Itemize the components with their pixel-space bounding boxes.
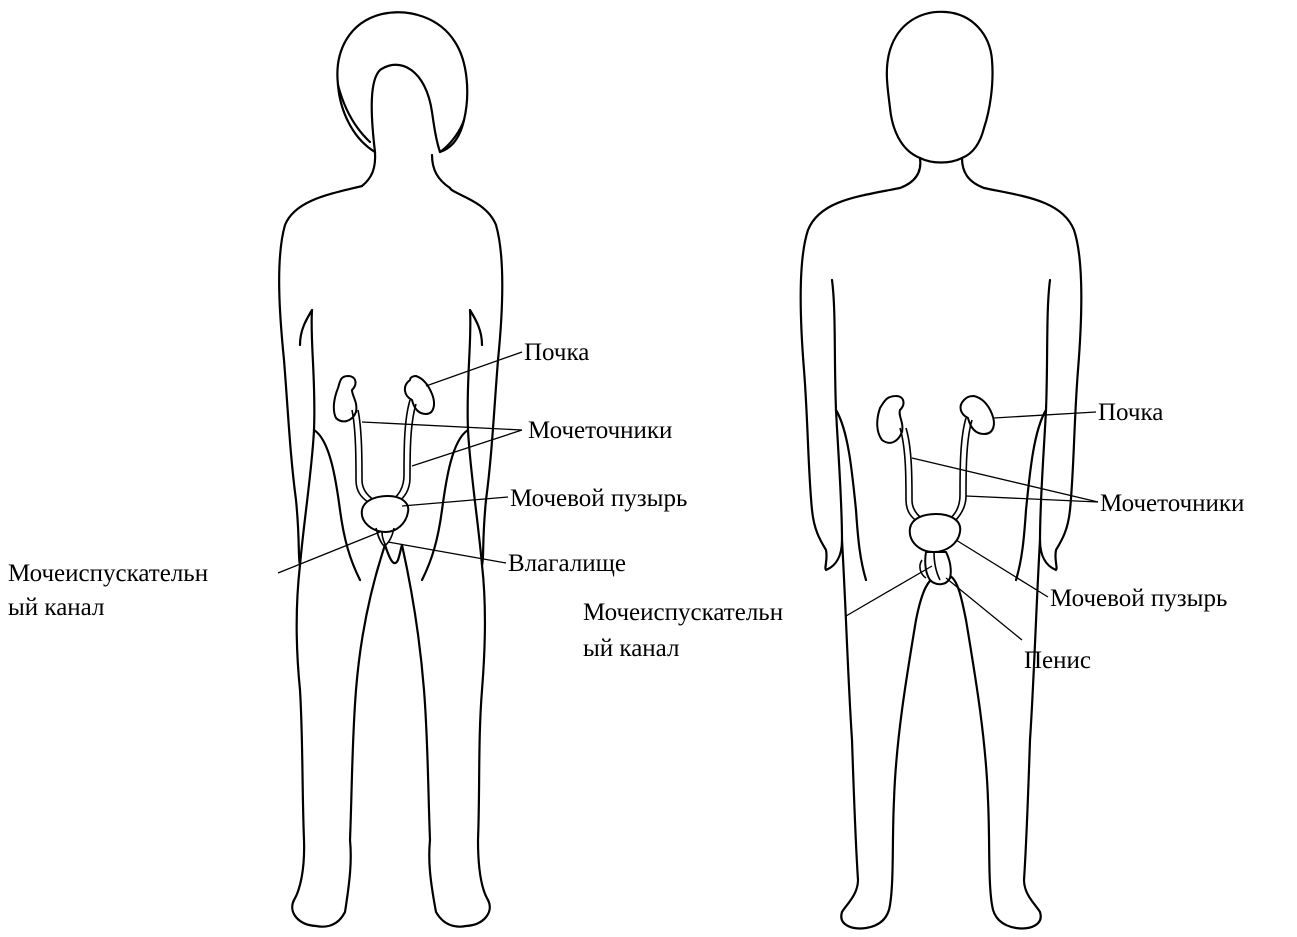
female-ureters-label: Мочеточники	[528, 417, 672, 444]
female-urethra-label-line1: Мочеиспускательн	[8, 560, 208, 587]
male-head	[887, 12, 993, 163]
female-ureter-right	[392, 400, 410, 500]
female-kidney-right	[405, 376, 434, 414]
female-left-arm	[300, 310, 314, 565]
female-head	[337, 12, 467, 152]
female-figure	[278, 12, 522, 926]
female-neck	[362, 152, 375, 186]
male-penis-leader	[946, 578, 1022, 640]
female-ureters-leader-1	[362, 422, 522, 430]
male-ureters-leader-1	[912, 458, 1098, 502]
female-bladder	[362, 496, 408, 532]
male-urethra-label-line1: Мочеиспускательн	[583, 599, 783, 626]
female-bladder-label: Мочевой пузырь	[510, 485, 687, 512]
male-figure	[801, 12, 1098, 929]
male-ureters-label: Мочеточники	[1100, 490, 1244, 517]
female-urethra-label-line2: ый канал	[8, 594, 104, 621]
male-kidney-right	[961, 396, 994, 434]
male-neck	[900, 158, 920, 188]
female-ureters-leader-2	[412, 430, 522, 466]
male-bladder	[910, 514, 960, 552]
female-urethra-leader	[278, 532, 380, 573]
female-kidney-label: Почка	[524, 339, 589, 366]
male-penis-label: Пенис	[1024, 647, 1091, 674]
female-vagina-label: Влагалище	[508, 550, 626, 577]
male-bladder-leader	[956, 540, 1048, 597]
male-urethra-label-line2: ый канал	[583, 635, 679, 662]
male-kidney-left	[877, 396, 903, 443]
female-right-arm	[468, 310, 482, 565]
female-bladder-leader	[402, 497, 508, 506]
female-kidney-leader	[426, 352, 522, 386]
male-kidney-label: Почка	[1098, 399, 1163, 426]
male-bladder-label: Мочевой пузырь	[1050, 585, 1227, 612]
